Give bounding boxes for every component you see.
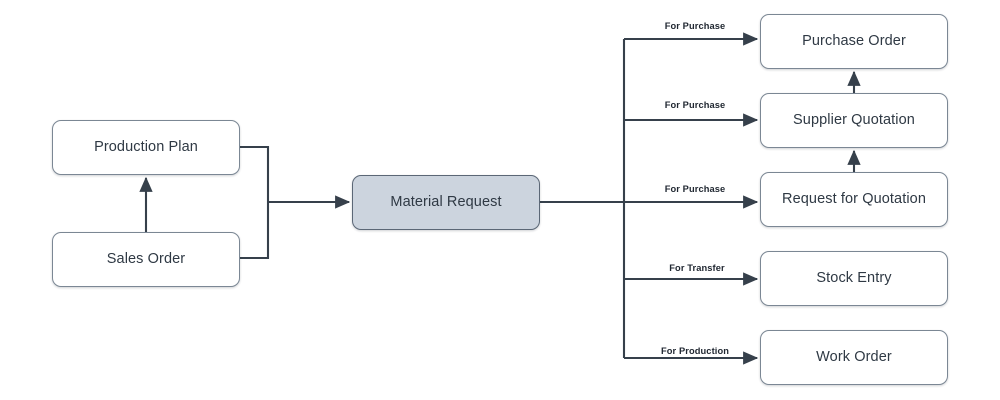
label-purchase-order: For Purchase: [664, 21, 726, 31]
node-label: Request for Quotation: [782, 190, 926, 207]
label-work-order: For Production: [660, 346, 730, 356]
label-request-for-quotation: For Purchase: [664, 184, 726, 194]
label-stock-entry: For Transfer: [669, 263, 725, 273]
node-label: Supplier Quotation: [793, 111, 915, 128]
node-label: Material Request: [390, 193, 502, 210]
node-stock-entry[interactable]: Stock Entry: [760, 251, 948, 306]
node-work-order[interactable]: Work Order: [760, 330, 948, 385]
node-label: Sales Order: [106, 250, 186, 267]
edge-sales-order-to-material-request: [240, 202, 270, 260]
node-label: Production Plan: [94, 138, 198, 155]
node-label: Stock Entry: [816, 269, 892, 286]
label-supplier-quotation: For Purchase: [664, 100, 726, 110]
node-request-for-quotation[interactable]: Request for Quotation: [760, 172, 948, 227]
node-sales-order[interactable]: Sales Order: [52, 232, 240, 287]
edge-production-plan-to-material-request: [240, 145, 270, 202]
node-label: Work Order: [816, 348, 892, 365]
node-label: Purchase Order: [802, 32, 906, 49]
node-production-plan[interactable]: Production Plan: [52, 120, 240, 175]
node-material-request[interactable]: Material Request: [352, 175, 540, 230]
node-supplier-quotation[interactable]: Supplier Quotation: [760, 93, 948, 148]
node-purchase-order[interactable]: Purchase Order: [760, 14, 948, 69]
